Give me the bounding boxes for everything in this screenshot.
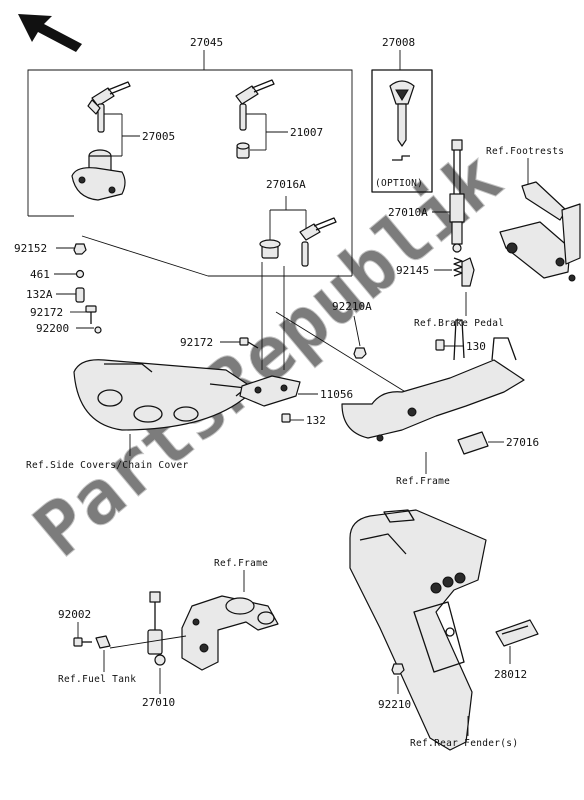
label-130: 130 bbox=[466, 340, 486, 353]
nut-icon bbox=[94, 326, 102, 334]
label-132A: 132A bbox=[26, 288, 53, 301]
lock-cylinder-icon bbox=[236, 142, 250, 159]
rear-fender-part bbox=[349, 509, 487, 751]
nut-icon bbox=[75, 269, 85, 279]
key-icon bbox=[235, 79, 275, 131]
ref-fuel-tank: Ref.Fuel Tank bbox=[58, 674, 136, 685]
bolt-icon bbox=[75, 287, 85, 303]
label-27045: 27045 bbox=[190, 36, 223, 49]
label-27016A: 27016A bbox=[266, 178, 306, 191]
ref-footrests: Ref.Footrests bbox=[486, 146, 564, 157]
label-92200: 92200 bbox=[36, 322, 69, 335]
side-cover-part bbox=[73, 359, 257, 431]
label-27005: 27005 bbox=[142, 130, 175, 143]
nut-icon bbox=[73, 243, 87, 255]
clip-icon bbox=[95, 635, 111, 649]
label-27010: 27010 bbox=[142, 696, 175, 709]
ref-brake-pedal: Ref.Brake Pedal bbox=[414, 318, 504, 329]
label-21007: 21007 bbox=[290, 126, 323, 139]
ref-side-covers: Ref.Side Covers/Chain Cover bbox=[26, 460, 189, 471]
nut-icon bbox=[391, 663, 405, 675]
label-92210A: 92210A bbox=[332, 300, 372, 313]
spring-icon bbox=[453, 257, 475, 287]
key-icon bbox=[389, 80, 415, 161]
bolt-icon bbox=[73, 637, 92, 647]
label-92172-center: 92172 bbox=[180, 336, 213, 349]
label-461: 461 bbox=[30, 268, 50, 281]
ref-frame-1: Ref.Frame bbox=[396, 476, 450, 487]
label-28012: 28012 bbox=[494, 668, 527, 681]
bolt-icon bbox=[435, 339, 445, 351]
label-11056: 11056 bbox=[320, 388, 353, 401]
direction-arrow-icon bbox=[18, 14, 82, 52]
mounting-bracket bbox=[239, 375, 301, 407]
label-132: 132 bbox=[306, 414, 326, 427]
key-icon bbox=[299, 217, 337, 267]
ignition-switch-icon bbox=[71, 149, 126, 201]
option-label: (OPTION) bbox=[375, 178, 423, 189]
sensor-icon bbox=[147, 591, 166, 666]
option-box bbox=[371, 69, 433, 193]
nut-icon bbox=[353, 347, 367, 359]
label-92002: 92002 bbox=[58, 608, 91, 621]
frame-bracket-icon bbox=[499, 181, 581, 282]
reflector-icon bbox=[495, 619, 539, 647]
label-27008: 27008 bbox=[382, 36, 415, 49]
label-92172-left: 92172 bbox=[30, 306, 63, 319]
ref-rear-fender: Ref.Rear Fender(s) bbox=[410, 738, 518, 749]
kit-bracket-27045 bbox=[27, 50, 353, 277]
lock-cylinder-icon bbox=[259, 239, 281, 259]
watermark: PartsRepublik bbox=[18, 136, 517, 574]
ref-frame-2: Ref.Frame bbox=[214, 558, 268, 569]
label-27010A: 27010A bbox=[388, 206, 428, 219]
key-icon bbox=[87, 81, 131, 133]
bolt-icon bbox=[85, 305, 97, 324]
bolt-icon bbox=[239, 337, 259, 349]
label-27016: 27016 bbox=[506, 436, 539, 449]
sensor-icon bbox=[449, 139, 465, 253]
bolt-icon bbox=[281, 413, 291, 423]
frame-bracket-icon bbox=[341, 319, 525, 455]
label-92210: 92210 bbox=[378, 698, 411, 711]
label-92145: 92145 bbox=[396, 264, 429, 277]
label-92152: 92152 bbox=[14, 242, 47, 255]
frame-bracket-icon bbox=[181, 595, 279, 671]
